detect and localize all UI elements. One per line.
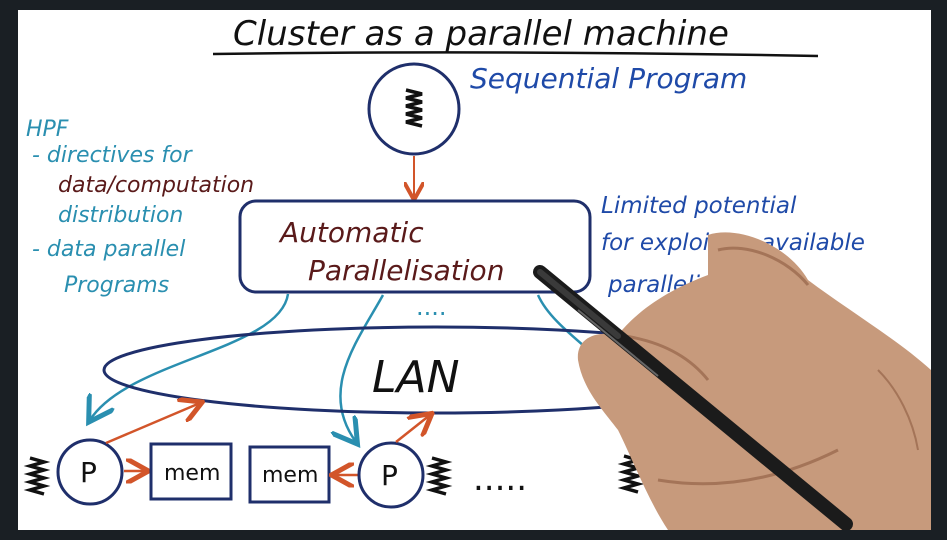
hpf-line-2: data/computation	[58, 173, 254, 198]
node-2-squiggle-icon	[425, 456, 453, 496]
top-dots: ....	[416, 293, 447, 321]
distribution-arrow-2	[340, 294, 385, 442]
limited-line-1: Limited potential	[601, 193, 797, 219]
memory-block-1	[149, 442, 233, 501]
page-title: Cluster as a parallel machine	[233, 14, 729, 54]
lan-label: LAN	[372, 352, 460, 403]
hpf-line-4: - data parallel	[32, 237, 185, 262]
whiteboard-frame: Cluster as a parallel machine Sequential…	[18, 10, 931, 530]
sequential-program-node	[367, 62, 461, 156]
auto-box-line-2: Parallelisation	[308, 254, 504, 287]
bottom-dots: .....	[473, 459, 527, 499]
node-1-squiggle-icon	[23, 456, 51, 496]
processor-2-label: P	[381, 459, 398, 492]
node-n-squiggle-icon	[617, 454, 645, 494]
auto-box-line-1: Automatic	[278, 216, 424, 249]
diagram-canvas: Cluster as a parallel machine Sequential…	[23, 14, 931, 530]
hpf-heading: HPF	[26, 117, 69, 142]
processor-node-2	[357, 441, 425, 509]
mem-2-label: mem	[262, 463, 318, 488]
mem-1-label: mem	[164, 461, 220, 486]
p1-to-lan-arrow	[105, 403, 200, 445]
hpf-line-3: distribution	[58, 203, 183, 228]
distribution-arrow-1	[90, 293, 290, 420]
hpf-line-5: Programs	[64, 273, 169, 298]
processor-node-1	[56, 438, 124, 506]
program-squiggle-icon	[405, 88, 423, 128]
hand-with-pen-icon	[533, 232, 931, 530]
title-underline	[212, 51, 819, 58]
processor-1-label: P	[80, 456, 97, 489]
p2-to-lan-arrow	[395, 415, 430, 443]
hpf-line-1: - directives for	[32, 143, 194, 168]
automatic-parallelisation-box	[238, 199, 592, 294]
sequential-program-label: Sequential Program	[470, 62, 747, 95]
